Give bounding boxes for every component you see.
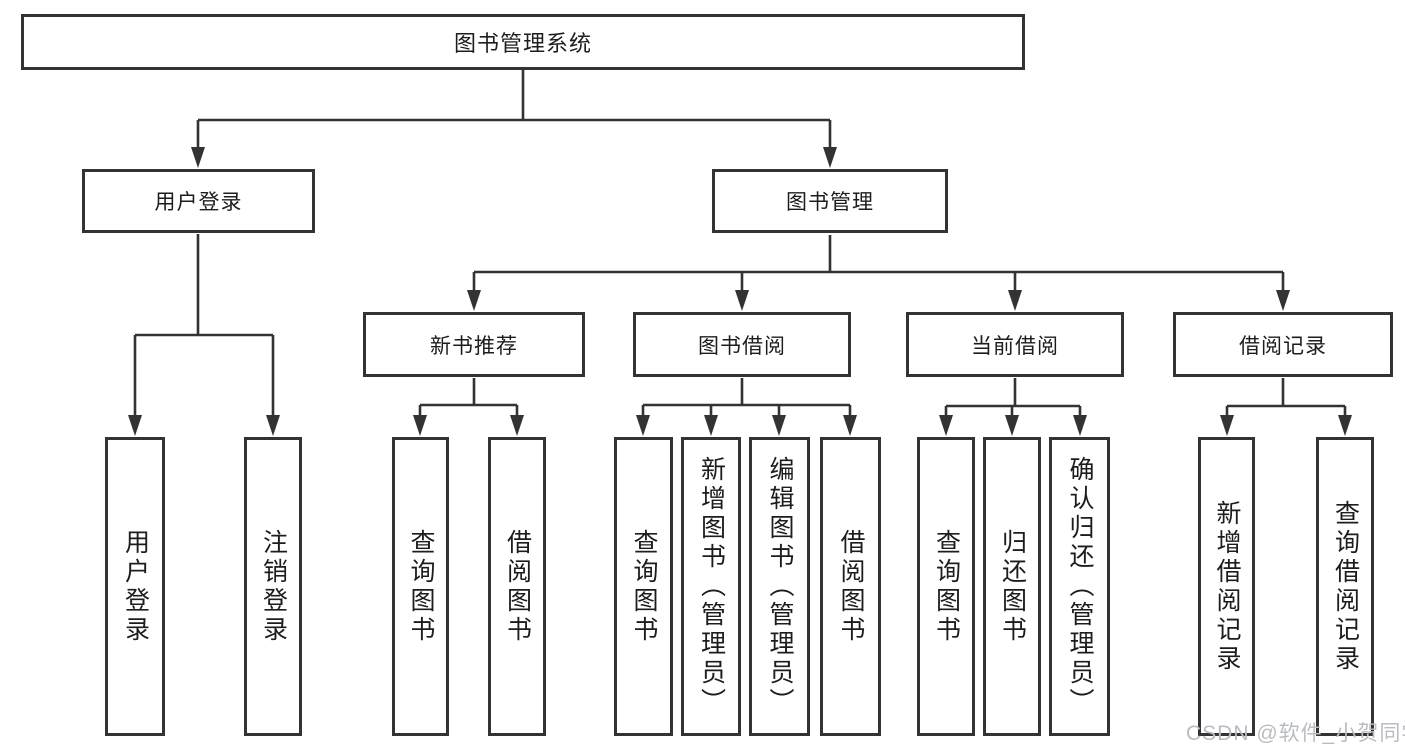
arrowhead bbox=[510, 415, 524, 436]
node-new-book-recommend: 新书推荐 bbox=[363, 312, 585, 377]
arrowhead bbox=[1338, 415, 1352, 436]
connector-book-borrow-children bbox=[641, 378, 852, 418]
arrowhead bbox=[636, 415, 650, 436]
leaf-borrow-books-recommend: 借阅图书 bbox=[488, 437, 546, 736]
leaf-confirm-return-admin: 确认归还（管理员） bbox=[1049, 437, 1110, 736]
arrowhead bbox=[413, 415, 427, 436]
connector-new-book-children bbox=[418, 378, 519, 418]
arrowhead bbox=[704, 415, 718, 436]
arrowhead bbox=[1276, 290, 1290, 311]
arrowhead bbox=[191, 147, 205, 168]
leaf-query-books-borrowing: 查询图书 bbox=[614, 437, 673, 736]
arrowhead bbox=[266, 415, 280, 436]
arrowhead bbox=[939, 415, 953, 436]
arrowhead bbox=[823, 147, 837, 168]
leaf-add-books-admin: 新增图书（管理员） bbox=[681, 437, 741, 736]
arrowhead bbox=[1005, 415, 1019, 436]
node-borrowing-records: 借阅记录 bbox=[1173, 312, 1393, 377]
connector-current-borrow-children bbox=[944, 378, 1082, 418]
arrowhead bbox=[1008, 290, 1022, 311]
leaf-query-borrow-record: 查询借阅记录 bbox=[1316, 437, 1374, 736]
node-book-borrowing: 图书借阅 bbox=[633, 312, 851, 377]
leaf-add-borrow-record: 新增借阅记录 bbox=[1198, 437, 1255, 736]
arrowhead bbox=[1073, 415, 1087, 436]
arrowhead bbox=[735, 290, 749, 311]
csdn-watermark: CSDN @软件_小贺同学 bbox=[1186, 722, 1405, 745]
leaf-logout-login: 注销登录 bbox=[244, 437, 302, 736]
node-library-system: 图书管理系统 bbox=[21, 14, 1025, 70]
node-user-login: 用户登录 bbox=[82, 169, 315, 233]
connector-root-to-level1 bbox=[196, 70, 832, 150]
connector-borrow-record-children bbox=[1225, 378, 1347, 418]
connector-user-login-children bbox=[133, 234, 275, 418]
arrowhead bbox=[467, 290, 481, 311]
leaf-user-login: 用户登录 bbox=[105, 437, 165, 736]
arrowhead bbox=[772, 415, 786, 436]
leaf-edit-books-admin: 编辑图书（管理员） bbox=[749, 437, 810, 736]
node-book-management: 图书管理 bbox=[712, 169, 948, 233]
leaf-return-books: 归还图书 bbox=[983, 437, 1041, 736]
leaf-borrow-books-borrowing: 借阅图书 bbox=[820, 437, 881, 736]
leaf-query-books-current: 查询图书 bbox=[917, 437, 975, 736]
leaf-query-books-recommend: 查询图书 bbox=[392, 437, 449, 736]
node-current-borrowing: 当前借阅 bbox=[906, 312, 1124, 377]
arrowhead bbox=[128, 415, 142, 436]
arrowhead bbox=[843, 415, 857, 436]
connector-book-mgmt-children bbox=[472, 235, 1285, 293]
arrowhead bbox=[1220, 415, 1234, 436]
